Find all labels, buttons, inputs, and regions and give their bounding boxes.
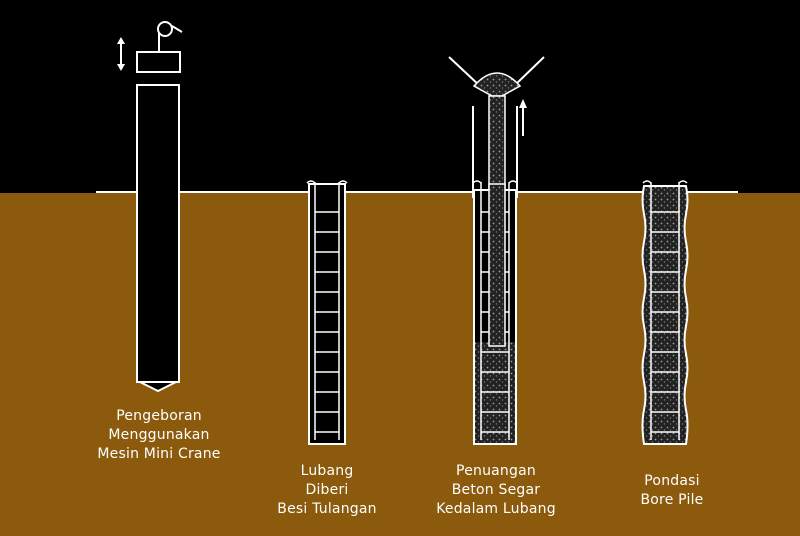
up-arrow-icon (519, 99, 527, 136)
caption-line: Menggunakan (108, 427, 210, 443)
caption-line: Mesin Mini Crane (97, 446, 221, 462)
caption-line: Lubang (300, 463, 354, 479)
caption-line: Bore Pile (640, 492, 704, 508)
caption-rebar: Lubang Diberi Besi Tulangan (262, 462, 392, 519)
up-down-arrow-icon (117, 37, 125, 71)
caption-line: Besi Tulangan (277, 501, 377, 517)
drill-bit (139, 381, 177, 393)
caption-line: Penuangan (456, 463, 536, 479)
caption-pouring: Penuangan Beton Segar Kedalam Lubang (426, 462, 566, 519)
caption-line: Kedalam Lubang (436, 501, 556, 517)
drill-shaft (136, 84, 180, 383)
rebar-cage (306, 180, 348, 445)
concrete-pouring (448, 56, 545, 445)
caption-line: Diberi (305, 482, 349, 498)
caption-line: Pondasi (644, 473, 700, 489)
pulley-icon (157, 21, 173, 37)
drill-head (136, 51, 181, 73)
drilling-machine (117, 21, 183, 393)
caption-line: Pengeboran (116, 408, 202, 424)
caption-drilling: Pengeboran Menggunakan Mesin Mini Crane (94, 407, 224, 464)
caption-line: Beton Segar (451, 482, 541, 498)
bore-pile (641, 180, 689, 445)
caption-result: Pondasi Bore Pile (612, 472, 732, 510)
